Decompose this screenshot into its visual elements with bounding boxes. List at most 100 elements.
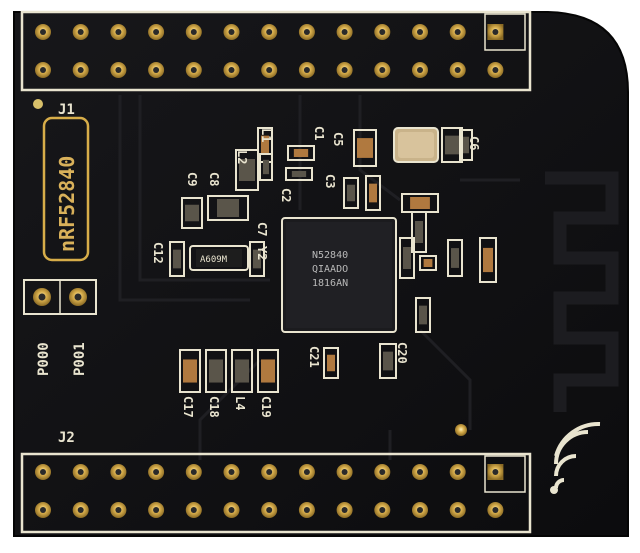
component-outline <box>235 149 259 191</box>
smd-component <box>415 221 423 243</box>
label-c7: C7 <box>255 222 269 236</box>
pin-hole <box>379 67 386 73</box>
product-label: nRF52840 <box>55 156 79 252</box>
pin-hole <box>190 507 197 513</box>
pin-hole <box>303 67 310 73</box>
pin-hole <box>153 469 160 475</box>
label-c5: C5 <box>331 132 345 146</box>
pin-hole <box>492 507 499 513</box>
component-outline <box>441 127 463 163</box>
component-outline <box>323 347 339 379</box>
pin-hole <box>341 507 348 513</box>
component-outline <box>205 349 227 393</box>
product-label-frame <box>42 116 90 262</box>
label-c19: C19 <box>259 396 273 418</box>
chip-marking-1: N52840 <box>312 250 348 261</box>
label-c21: C21 <box>307 346 321 368</box>
pin-hole <box>266 507 273 513</box>
smd-component <box>369 183 377 203</box>
pin-hole <box>492 67 499 73</box>
pin-hole <box>454 29 461 35</box>
smd-component <box>347 184 355 202</box>
smd-component <box>261 135 269 155</box>
pin-hole <box>266 67 273 73</box>
smd-component <box>235 359 249 383</box>
pin-hole <box>190 469 197 475</box>
pin-hole <box>454 507 461 513</box>
pin-hole <box>417 507 423 513</box>
component-outline <box>379 343 397 379</box>
pin-hole <box>379 507 386 513</box>
label-l2: L2 <box>235 150 249 164</box>
smd-component <box>410 197 430 209</box>
smd-component <box>183 359 197 383</box>
component-outline <box>257 349 279 393</box>
component-labels: L1 L2 C1 C5 C6 C3 C2 C7 C8 C9 C12 Y2 C20… <box>151 126 481 418</box>
component-outline <box>419 255 437 271</box>
pin-hole <box>379 469 386 475</box>
pin-hole <box>40 29 46 35</box>
component-outline <box>259 153 273 181</box>
antenna-trace <box>545 171 619 412</box>
header-j1-outline <box>20 10 532 92</box>
label-c2: C2 <box>279 188 293 202</box>
pin-hole <box>341 67 348 73</box>
pin-hole <box>153 507 160 513</box>
header-j1-pin1-box <box>484 13 526 51</box>
pin-hole <box>228 67 235 73</box>
pin-hole <box>303 469 310 475</box>
pin-hole <box>454 67 461 73</box>
pin-hole <box>115 67 122 73</box>
pin-hole <box>40 469 46 475</box>
component-outline <box>479 237 497 283</box>
smd-component <box>293 149 309 157</box>
pin-hole <box>153 29 160 35</box>
pin-hole <box>115 469 122 475</box>
component-outline <box>169 241 185 277</box>
component-outline <box>411 211 427 253</box>
label-c1: C1 <box>312 126 326 140</box>
label-c9: C9 <box>185 172 199 186</box>
smd-component <box>291 171 307 177</box>
pin1-marker-dot <box>33 99 43 109</box>
pin-hole <box>379 29 386 35</box>
label-c12: C12 <box>151 242 165 264</box>
pin-hole <box>77 67 84 73</box>
pin-header-bottom <box>35 464 504 518</box>
component-outline <box>399 237 415 279</box>
chip-marking-2: QIAADO <box>312 264 348 275</box>
component-outline <box>285 167 313 181</box>
label-c20: C20 <box>395 342 409 364</box>
component-outline <box>447 239 463 277</box>
component-outline <box>459 129 473 161</box>
label-c18: C18 <box>207 396 221 418</box>
label-p000: P000 <box>36 342 52 376</box>
pin-hole <box>40 67 46 73</box>
pin-hole <box>417 29 423 35</box>
component-outline <box>207 195 249 221</box>
label-l1: L1 <box>259 128 273 142</box>
component-outline <box>353 129 377 167</box>
pin-header-top <box>35 24 504 78</box>
pin-hole <box>417 67 423 73</box>
pin-hole <box>40 507 46 513</box>
smd-component <box>327 354 335 372</box>
smd-component <box>463 136 469 154</box>
component-outline <box>231 349 253 393</box>
smd-component <box>383 351 393 371</box>
pin-hole <box>417 469 423 475</box>
crystal-marking: A609M <box>200 255 228 265</box>
label-c17: C17 <box>181 396 195 418</box>
pin-hole <box>228 469 235 475</box>
header-j2-outline <box>20 452 532 534</box>
pin-hole <box>492 29 499 35</box>
label-j1: J1 <box>58 102 75 118</box>
component-outline <box>181 197 203 229</box>
label-l4: L4 <box>233 396 247 410</box>
component-outline <box>249 241 265 277</box>
pin-hole <box>153 67 160 73</box>
pin-hole <box>228 507 235 513</box>
component-outline <box>415 297 431 333</box>
